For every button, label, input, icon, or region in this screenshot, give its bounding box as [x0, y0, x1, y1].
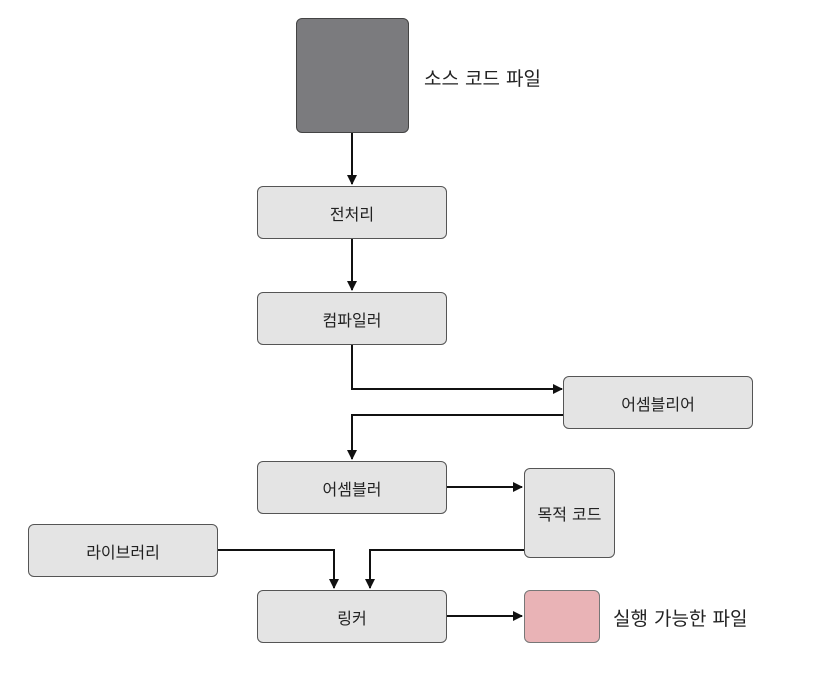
library-box: 라이브러리: [28, 524, 218, 577]
arrow-library-to-linker: [218, 549, 339, 589]
executable-file-label: 실행 가능한 파일: [613, 608, 748, 630]
arrow-compiler-to-assembly: [351, 345, 563, 394]
assembler-box: 어셈블러: [257, 461, 447, 514]
executable-file-box: [524, 590, 600, 643]
object-code-box: 목적 코드: [524, 468, 615, 558]
linker-box: 링커: [257, 590, 447, 643]
source-code-file-label: 소스 코드 파일: [424, 68, 541, 90]
preprocessor-box: 전처리: [257, 186, 447, 239]
source-code-file-box: [296, 18, 409, 133]
compiler-box: 컴파일러: [257, 292, 447, 345]
assembly-language-box: 어셈블리어: [563, 376, 753, 429]
